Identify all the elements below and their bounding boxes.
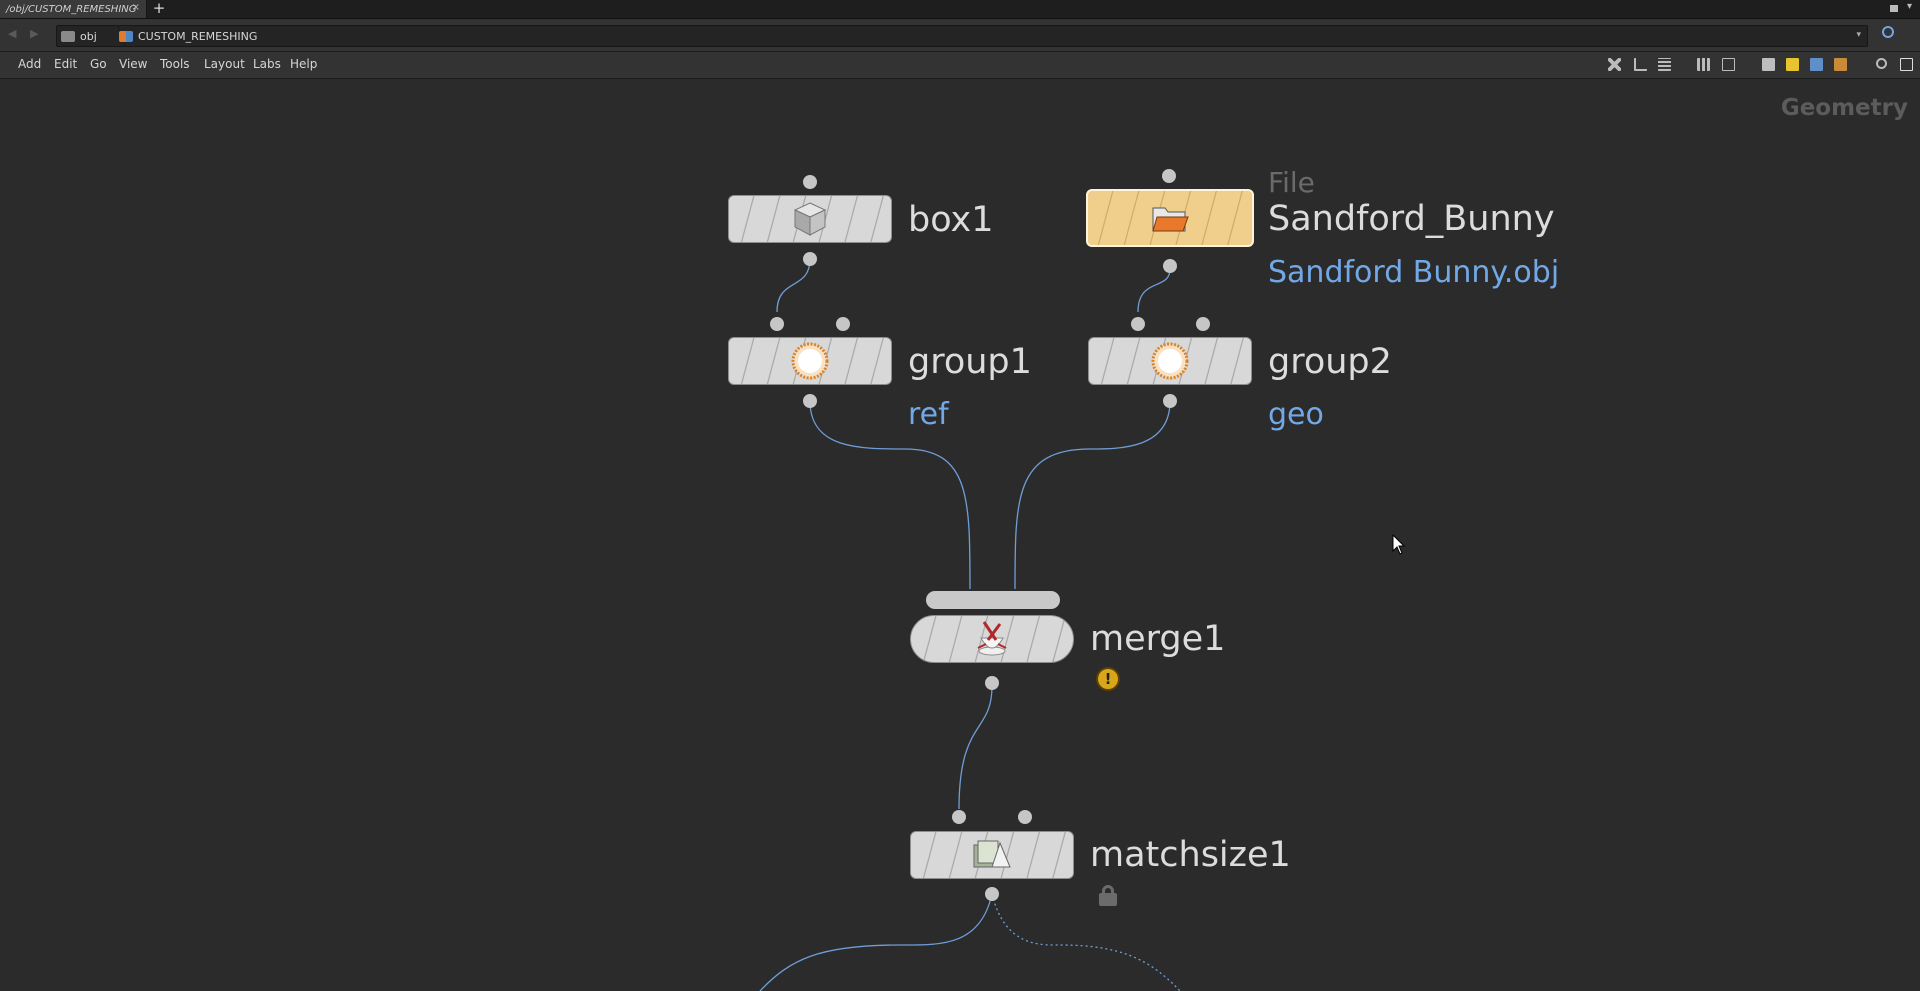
menu-help[interactable]: Help <box>290 57 318 71</box>
network-box-icon[interactable] <box>1762 58 1775 71</box>
box1-name: box1 <box>908 200 994 240</box>
group2-output-port[interactable] <box>1163 394 1177 408</box>
box1-node[interactable] <box>728 195 892 243</box>
merge1-name: merge1 <box>1090 619 1226 659</box>
matchsize-icon <box>973 840 1011 868</box>
matchsize1-name: matchsize1 <box>1090 835 1291 875</box>
path-field[interactable]: obj CUSTOM_REMESHING ▾ <box>56 25 1868 47</box>
wire-group1-merge <box>809 400 971 590</box>
crumb-custom-remeshing[interactable]: CUSTOM_REMESHING <box>119 26 257 46</box>
folder-icon <box>1152 207 1189 232</box>
file-name: Sandford_Bunny <box>1268 199 1555 239</box>
path-bar: ◀ ▶ obj CUSTOM_REMESHING ▾ <box>0 19 1920 52</box>
menu-labs[interactable]: Labs <box>253 57 281 71</box>
wires <box>759 258 1181 991</box>
cube-icon <box>793 202 827 236</box>
matchsize1-input-port-2[interactable] <box>1018 810 1032 824</box>
group1-name: group1 <box>908 342 1032 382</box>
merge-icon <box>977 621 1007 656</box>
menu-tools[interactable]: Tools <box>160 57 190 71</box>
group1-comment: ref <box>908 397 949 432</box>
group2-input-port-1[interactable] <box>1131 317 1145 331</box>
palette-icon[interactable] <box>1834 58 1847 71</box>
group1-output-port[interactable] <box>803 394 817 408</box>
list-icon[interactable] <box>1658 58 1671 71</box>
merge-input-bar[interactable] <box>926 591 1060 609</box>
warning-icon[interactable]: ! <box>1096 667 1120 691</box>
tab-bar: /obj/CUSTOM_REMESHING × + ▾ <box>0 0 1920 19</box>
file-output-port[interactable] <box>1163 259 1177 273</box>
merge1-output-port[interactable] <box>985 676 999 690</box>
menu-add[interactable]: Add <box>18 57 42 71</box>
wire-file-group2 <box>1137 268 1171 313</box>
add-tab-button[interactable]: + <box>152 0 166 17</box>
tab-custom-remeshing[interactable]: /obj/CUSTOM_REMESHING × <box>0 0 147 18</box>
tab-menu-icon[interactable]: ▾ <box>1906 1 1912 12</box>
matchsize1-node[interactable] <box>910 831 1074 879</box>
file-comment: Sandford Bunny.obj <box>1268 255 1560 290</box>
lock-icon[interactable] <box>1099 885 1117 906</box>
tools-icon[interactable] <box>1608 58 1621 71</box>
link-icon[interactable] <box>1882 26 1894 38</box>
camera-icon[interactable] <box>1900 58 1913 71</box>
matchsize1-output-port[interactable] <box>985 887 999 901</box>
group2-input-port-2[interactable] <box>1196 317 1210 331</box>
group2-node[interactable] <box>1088 337 1252 385</box>
sticky-note-icon[interactable] <box>1786 58 1799 71</box>
box1-output-port[interactable] <box>803 252 817 266</box>
group1-input-port-2[interactable] <box>836 317 850 331</box>
network-editor[interactable]: Geometry box1 File Sandford_Bunny Sandf <box>0 79 1920 991</box>
file-input-port[interactable] <box>1162 169 1176 183</box>
crumb-obj-label: obj <box>80 29 97 43</box>
forward-icon[interactable]: ▶ <box>30 27 39 40</box>
group1-input-port-1[interactable] <box>770 317 784 331</box>
menu-view[interactable]: View <box>119 57 148 71</box>
table-icon[interactable] <box>1722 58 1735 71</box>
menu-go[interactable]: Go <box>90 57 107 71</box>
merge1-node[interactable] <box>910 615 1074 663</box>
file-type-label: File <box>1268 166 1315 199</box>
image-icon[interactable] <box>1810 58 1823 71</box>
path-dropdown-icon[interactable]: ▾ <box>1856 30 1861 40</box>
wire-box1-group1 <box>776 258 811 313</box>
matchsize1-input-port-1[interactable] <box>952 810 966 824</box>
group2-name: group2 <box>1268 342 1392 382</box>
close-icon[interactable]: × <box>131 2 140 13</box>
obj-network-icon <box>61 30 75 42</box>
tab-title: /obj/CUSTOM_REMESHING <box>6 3 137 15</box>
tree-icon[interactable] <box>1634 58 1647 71</box>
wire-merge-matchsize <box>958 685 993 810</box>
menu-bar: Add Edit Go View Tools Layout Labs Help <box>0 52 1920 79</box>
wire-group2-merge <box>1014 400 1171 590</box>
search-icon[interactable] <box>1876 58 1887 69</box>
group1-node[interactable] <box>728 337 892 385</box>
file-node[interactable] <box>1086 189 1254 247</box>
crumb-obj[interactable]: obj <box>61 26 97 46</box>
grid-icon[interactable] <box>1697 58 1710 71</box>
context-label: Geometry <box>1780 95 1908 121</box>
crumb-custom-remeshing-label: CUSTOM_REMESHING <box>138 29 258 43</box>
maximize-icon[interactable] <box>1890 5 1898 12</box>
wire-matchsize-out-a <box>759 893 993 991</box>
group2-comment: geo <box>1268 397 1324 432</box>
group-icon <box>791 342 829 380</box>
geometry-icon <box>119 30 133 42</box>
box1-input-port[interactable] <box>803 175 817 189</box>
menu-layout[interactable]: Layout <box>204 57 245 71</box>
group-icon <box>1151 342 1189 380</box>
menu-edit[interactable]: Edit <box>54 57 78 71</box>
back-icon[interactable]: ◀ <box>8 27 17 40</box>
mouse-cursor-icon <box>1392 534 1406 555</box>
wire-matchsize-out-b <box>991 893 1181 991</box>
